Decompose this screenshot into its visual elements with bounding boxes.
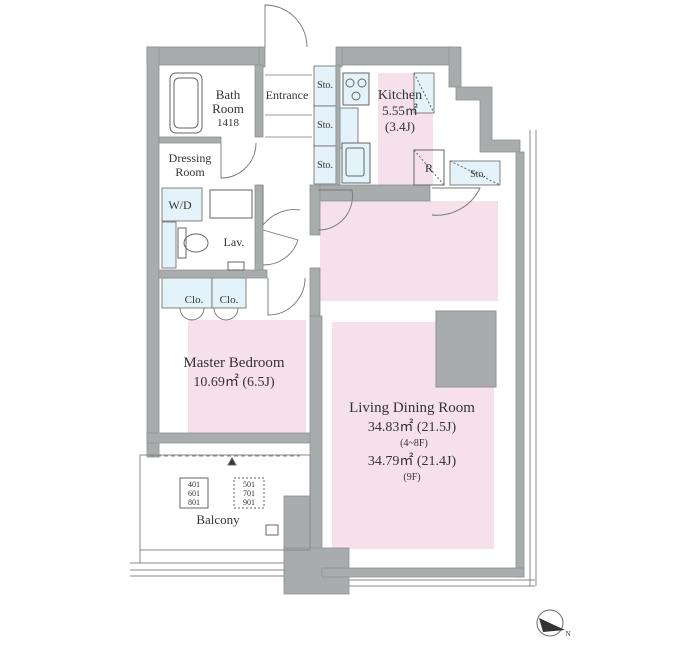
wd-label: W/D [168, 198, 192, 212]
kitchen-jo: (3.4J) [385, 119, 415, 134]
unit-left-1: 401 [188, 480, 200, 489]
closet-door-1 [179, 307, 205, 321]
bath-label-3: 1418 [217, 117, 240, 129]
unit-right-3: 901 [243, 498, 255, 507]
wall-right-bottom [321, 567, 525, 578]
burner-2 [357, 78, 367, 88]
toilet-tank [177, 227, 187, 259]
dining-floor-fill [320, 201, 498, 301]
kitchen-area: 5.55㎡ [382, 103, 418, 118]
compass-label: N [565, 630, 570, 638]
ldr-note-1: (4~8F) [400, 438, 428, 449]
hall-shelf [227, 261, 245, 271]
fridge-diag [413, 72, 435, 114]
compass: N [536, 609, 571, 638]
ac-unit-balcony [265, 524, 279, 536]
wall-hall-right [309, 184, 321, 236]
closet-2-box [211, 277, 247, 309]
kitchen-counter-left [339, 107, 359, 149]
wall-top-right [339, 46, 454, 66]
bedroom-floor-fill [188, 320, 306, 433]
r-box [413, 149, 445, 186]
sofa-block [435, 310, 497, 388]
walls [146, 46, 525, 595]
ldr-area-2: 34.79㎡ (21.4J) [368, 453, 457, 469]
unit-box-right [233, 477, 265, 509]
balcony-label: Balcony [196, 512, 240, 527]
burner-3 [351, 91, 361, 101]
lav-door [262, 229, 299, 266]
wall-entrance-right [335, 46, 343, 68]
balcony-arrow [227, 456, 237, 466]
wall-kitchen-bottom [319, 184, 431, 202]
sto-3-label: Sto. [317, 160, 333, 171]
unit-right-1: 501 [243, 480, 255, 489]
sto-4-label: Sto. [470, 169, 486, 180]
burner-1 [345, 78, 355, 88]
wall-balcony-divider [283, 495, 311, 549]
wall-bedroom-bottom [146, 432, 311, 444]
sto-2-label: Sto. [317, 120, 333, 131]
bedroom-door [267, 277, 306, 316]
bathtub-inner [173, 77, 199, 129]
sto-4-diag [449, 160, 501, 186]
dressing-label-2: Room [175, 165, 205, 179]
kitchen-label: Kitchen [378, 88, 422, 103]
dressing-door [262, 185, 301, 227]
closet-1-label: Clo. [185, 294, 204, 306]
bathtub [169, 72, 203, 134]
ldr-label: Living Dining Room [349, 400, 475, 416]
unit-left-3: 801 [188, 498, 200, 507]
entrance-door [264, 4, 308, 48]
toilet-bowl [183, 233, 209, 253]
doors [179, 4, 481, 321]
master-area: 10.69㎡ (6.5J) [193, 374, 275, 390]
sto-1-label: Sto. [317, 80, 333, 91]
master-label: Master Bedroom [183, 355, 285, 371]
wall-living-left [309, 315, 323, 577]
wall-right-outer [515, 151, 525, 578]
wd-box [161, 187, 203, 222]
wall-hall-bottom [309, 267, 321, 317]
fixtures [169, 72, 501, 536]
vanity-sink [209, 189, 253, 219]
closet-2-label: Clo. [220, 294, 239, 306]
wall-entrance-left [258, 46, 266, 68]
dressing-label-1: Dressing [169, 151, 212, 165]
unit-box-left [179, 477, 209, 509]
compass-arrow-icon [539, 618, 565, 632]
floor-fills [188, 73, 498, 549]
lav-box-left [161, 221, 177, 269]
wall-lav-bottom [158, 269, 268, 279]
wall-bath-right [254, 64, 264, 138]
wall-lav-right [254, 184, 264, 271]
closet-door-2 [213, 307, 239, 321]
lav-label: Lav. [224, 235, 245, 249]
wall-left [146, 46, 160, 458]
r-label: R [425, 161, 433, 175]
kitchen-door [431, 187, 481, 216]
bath-door [220, 142, 257, 179]
unit-left-2: 601 [188, 489, 200, 498]
storage-fills [161, 65, 501, 309]
wall-kitchen-left [335, 64, 341, 186]
kitchen-sink-inner [345, 147, 365, 177]
wall-right-top [448, 46, 462, 88]
bath-label-2: Room [212, 101, 244, 116]
bath-label-1: Bath [216, 87, 241, 102]
labels: Bath Room 1418 Entrance Kitchen 5.55㎡ (3… [168, 80, 486, 527]
unit-right-2: 701 [243, 489, 255, 498]
entrance-label: Entrance [266, 88, 309, 102]
hall-door [317, 189, 353, 231]
entrance-steps [265, 74, 312, 138]
wall-top-left [146, 46, 262, 66]
balcony-lines [130, 130, 537, 587]
ldr-note-2: (9F) [403, 472, 420, 483]
ldr-area-1: 34.83㎡ (21.5J) [368, 419, 457, 435]
wall-bath-bottom [158, 136, 222, 144]
wall-corner-right [455, 86, 521, 153]
